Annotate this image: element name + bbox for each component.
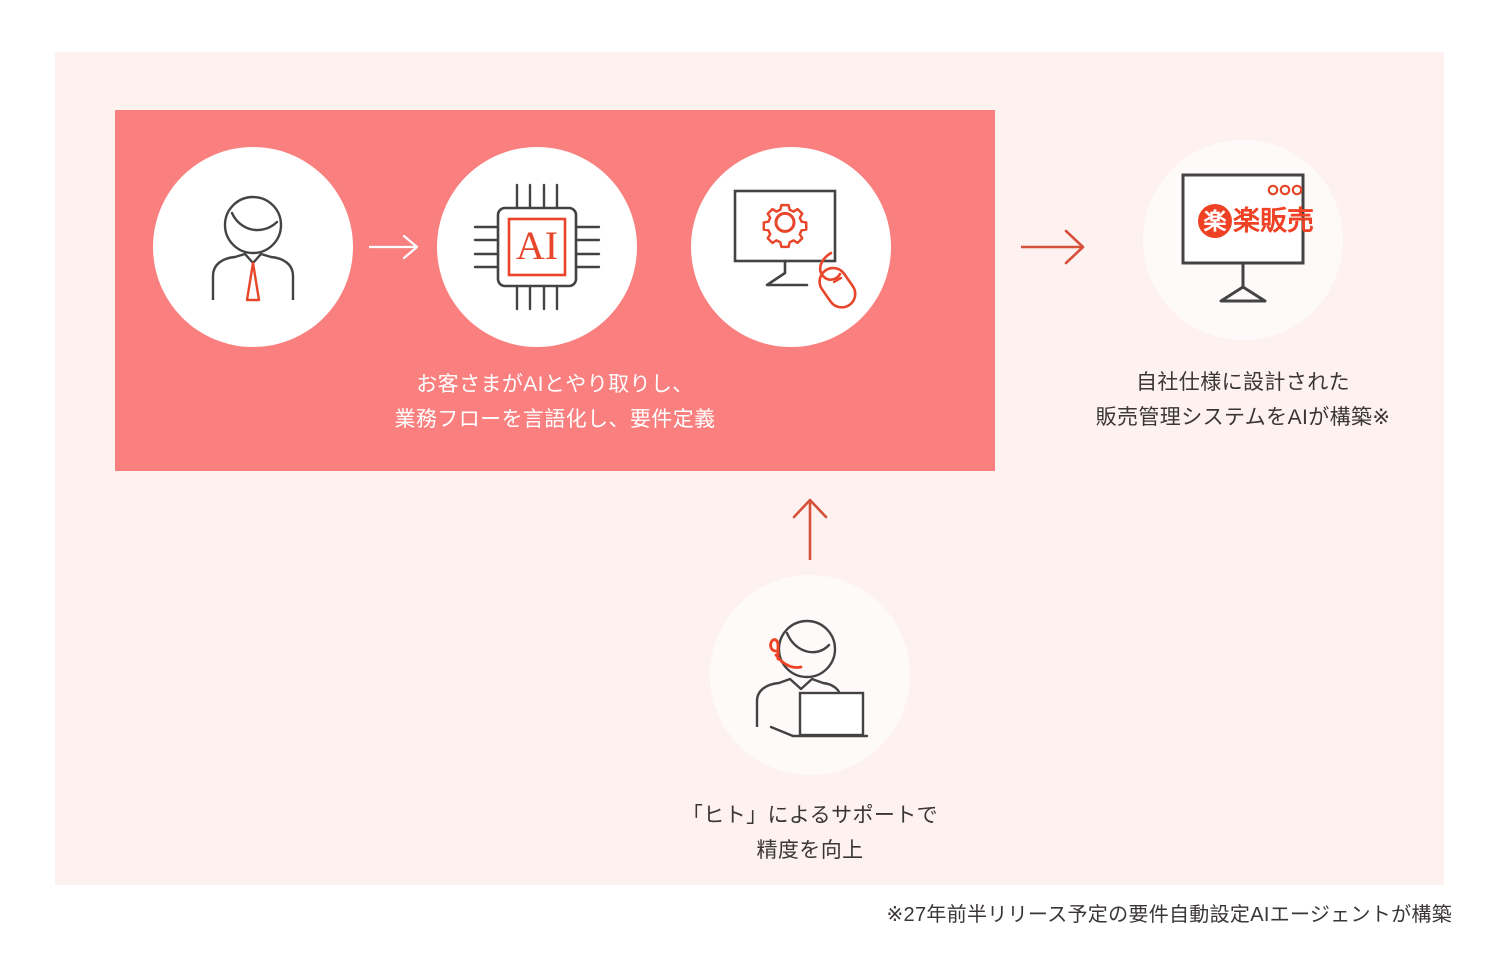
result-group: 楽 楽販売 自社仕様に設計された 販売管理システムをAIが構築※ [1073, 140, 1413, 435]
logo-badge-circle [1198, 204, 1232, 238]
arrow-right-white-icon [369, 234, 419, 260]
window-dots-icon [1267, 184, 1303, 196]
ai-chip-icon: AI [473, 183, 601, 311]
logo-badge-char: 楽 [1204, 208, 1227, 234]
businessman-icon-circle [153, 147, 353, 347]
businessman-icon [211, 195, 295, 302]
monitor-gear-mouse-icon [733, 189, 857, 309]
flow-caption-line-2: 業務フローを言語化し、要件定義 [394, 407, 716, 431]
ai-chip-label: AI [516, 223, 558, 268]
result-caption-line-1: 自社仕様に設計された [1136, 371, 1350, 394]
logo-text: 楽販売 [1233, 206, 1314, 236]
flow-caption-line-1: お客さまがAIとやり取りし、 [416, 373, 694, 396]
transition-arrow [1018, 222, 1092, 272]
support-caption-line-1: 「ヒト」によるサポートで [681, 804, 939, 827]
support-operator-icon [755, 619, 869, 738]
flow-arrow-1 [353, 233, 437, 261]
result-caption: 自社仕様に設計された 販売管理システムをAIが構築※ [1073, 366, 1413, 435]
support-group: 「ヒト」によるサポートで 精度を向上 [640, 575, 980, 868]
ai-chip-icon-circle: AI [437, 147, 637, 347]
flow-box-caption: お客さまがAIとやり取りし、 業務フローを言語化し、要件定義 [115, 368, 995, 437]
result-caption-line-2: 販売管理システムをAIが構築※ [1095, 405, 1391, 429]
support-arrow [785, 497, 835, 563]
support-caption: 「ヒト」によるサポートで 精度を向上 [640, 799, 980, 868]
footnote-text: ※27年前半リリース予定の要件自動設定AIエージェントが構築 [886, 904, 1452, 926]
monitor-gear-mouse-icon-circle [691, 147, 891, 347]
support-caption-line-2: 精度を向上 [756, 838, 864, 862]
result-icon-circle: 楽 楽販売 [1143, 140, 1343, 340]
monitor-rakuraku-hanbai-icon: 楽 楽販売 [1181, 173, 1314, 303]
arrow-up-red-icon [792, 498, 828, 560]
flow-icon-row: AI [115, 142, 995, 352]
support-icon-circle [710, 575, 910, 775]
arrow-right-red-icon [1021, 229, 1085, 265]
ai-flow-box: AI お客さまがAIとやり取り [115, 110, 995, 471]
